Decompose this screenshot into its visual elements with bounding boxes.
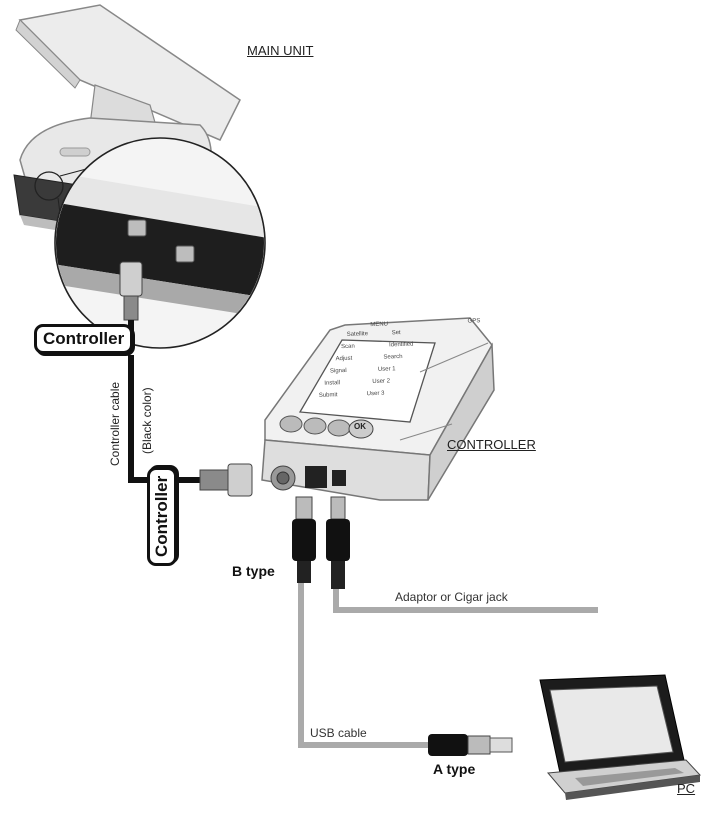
screen-row-item: Install (324, 380, 341, 387)
screen-row-item: User 2 (372, 378, 391, 386)
screen-row-item: User 1 (377, 366, 396, 373)
controller-tag-vertical: Controller (147, 466, 177, 566)
screen-row-item: Signal (329, 367, 347, 375)
connector-zoom-detail (54, 137, 266, 349)
screen-row: Submit User 3 (319, 389, 439, 399)
screen-gps-label: GPS (467, 318, 481, 325)
screen-row-item: Scan (341, 343, 355, 351)
usb-a-plug (428, 734, 513, 756)
screen-menu-label: MENU (370, 321, 389, 329)
screen-row-item: Set (391, 330, 401, 337)
screen-row-item: Satellite (346, 331, 369, 338)
usb-cable-label: USB cable (310, 726, 367, 740)
screen-row: Signal User 1 (329, 365, 438, 375)
b-type-label: B type (232, 563, 275, 579)
pc-laptop (539, 674, 702, 800)
controller-cable-label: Controller cable (108, 381, 122, 466)
screen-row-item: Identified (388, 341, 414, 349)
controller-tag-top: Controller (34, 324, 134, 354)
a-type-label: A type (433, 761, 476, 777)
main-unit-label: MAIN UNIT (247, 43, 314, 58)
screen-row: Install User 2 (324, 377, 438, 387)
screen-row: Satellite Set (347, 329, 437, 338)
black-color-label: (Black color) (140, 387, 154, 454)
screen-row: Scan Identified (341, 341, 437, 351)
controller-device (261, 317, 495, 501)
dc-plug (326, 496, 350, 589)
screen-row-item: User 3 (366, 390, 385, 398)
screen-row-item: Submit (318, 392, 338, 399)
ok-button-label: OK (354, 422, 366, 431)
controller-cable (119, 261, 253, 497)
pc-label: PC (677, 781, 696, 796)
screen-row-item: Search (383, 353, 403, 361)
usb-b-plug (292, 496, 316, 583)
screen-row-item: Adjust (335, 355, 353, 363)
usb-cable (298, 583, 430, 748)
adaptor-cable (333, 589, 598, 613)
controller-label: CONTROLLER (447, 437, 536, 452)
adaptor-label: Adaptor or Cigar jack (395, 590, 508, 604)
screen-row: Adjust Search (335, 353, 437, 363)
